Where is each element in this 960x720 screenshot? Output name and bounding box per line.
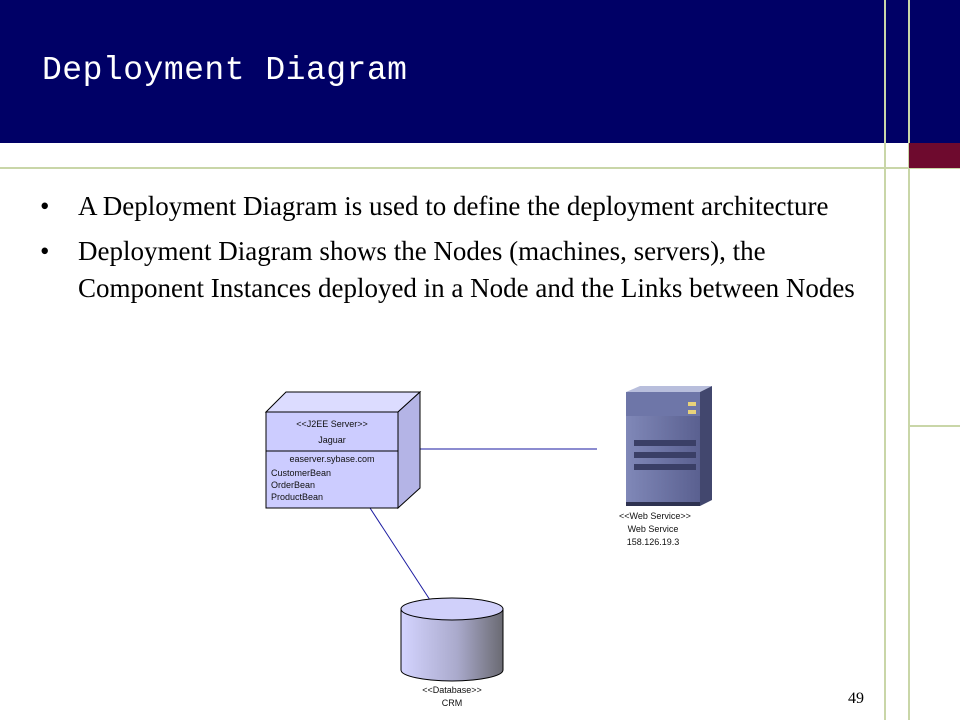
page-number: 49 <box>848 690 864 708</box>
node-name: Jaguar <box>318 435 346 445</box>
j2ee-server-node: <<J2EE Server>> Jaguar easerver.sybase.c… <box>266 392 420 508</box>
database-stereotype: <<Database>> <box>422 685 482 695</box>
node-host: easerver.sybase.com <box>289 454 374 464</box>
component-item: OrderBean <box>271 480 315 490</box>
database-name: CRM <box>442 698 463 708</box>
link-node-to-database <box>370 508 430 600</box>
webservice-address: 158.126.19.3 <box>627 537 680 547</box>
database-cylinder-icon <box>401 598 503 681</box>
component-item: CustomerBean <box>271 468 331 478</box>
server-tower-icon <box>626 386 712 506</box>
webservice-stereotype: <<Web Service>> <box>619 511 691 521</box>
component-item: ProductBean <box>271 492 323 502</box>
node-stereotype: <<J2EE Server>> <box>296 419 368 429</box>
webservice-name: Web Service <box>628 524 679 534</box>
